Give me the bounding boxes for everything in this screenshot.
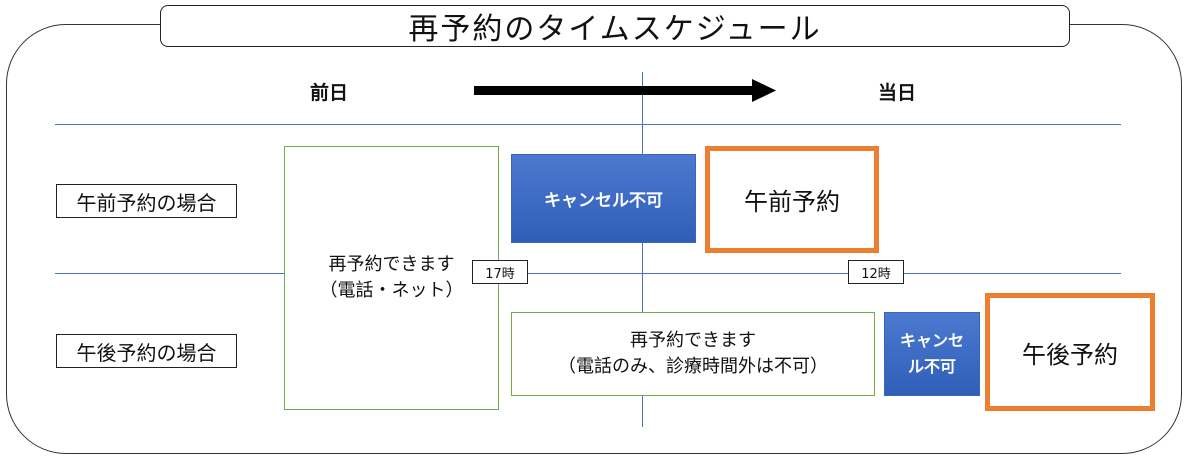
cancel-not-allowed-morning: キャンセル不可 bbox=[511, 154, 696, 243]
grid-line-middle bbox=[55, 273, 1121, 274]
cancel-pm-line1: キャンセ bbox=[899, 331, 964, 350]
rebook-phone-line2: （電話のみ、診療時間外は不可） bbox=[558, 356, 828, 377]
cancel-not-allowed-afternoon: キャンセ ル不可 bbox=[884, 312, 980, 396]
same-day-label: 当日 bbox=[878, 82, 917, 104]
grid-line-top bbox=[55, 124, 1121, 125]
previous-day-label: 前日 bbox=[310, 82, 349, 104]
row-label-afternoon: 午後予約の場合 bbox=[56, 334, 237, 368]
afternoon-appointment-box: 午後予約 bbox=[985, 293, 1155, 411]
page-title: 再予約のタイムスケジュール bbox=[160, 5, 1070, 47]
rebook-any-box: 再予約できます （電話・ネット） bbox=[284, 146, 499, 410]
rebook-phone-line1: 再予約できます bbox=[630, 330, 756, 351]
morning-appointment-box: 午前予約 bbox=[705, 146, 879, 253]
row-label-morning: 午前予約の場合 bbox=[56, 184, 237, 218]
timeline-arrow-icon bbox=[474, 79, 776, 102]
grid-line-day-divider bbox=[642, 72, 643, 427]
rebook-phone-box: 再予約できます （電話のみ、診療時間外は不可） bbox=[511, 312, 875, 396]
cancel-pm-line2: ル不可 bbox=[907, 357, 956, 376]
time-tag-17: 17時 bbox=[472, 260, 528, 284]
rebook-any-line1: 再予約できます bbox=[328, 254, 455, 275]
rebook-any-line2: （電話・ネット） bbox=[319, 280, 464, 301]
time-tag-12: 12時 bbox=[848, 260, 904, 284]
